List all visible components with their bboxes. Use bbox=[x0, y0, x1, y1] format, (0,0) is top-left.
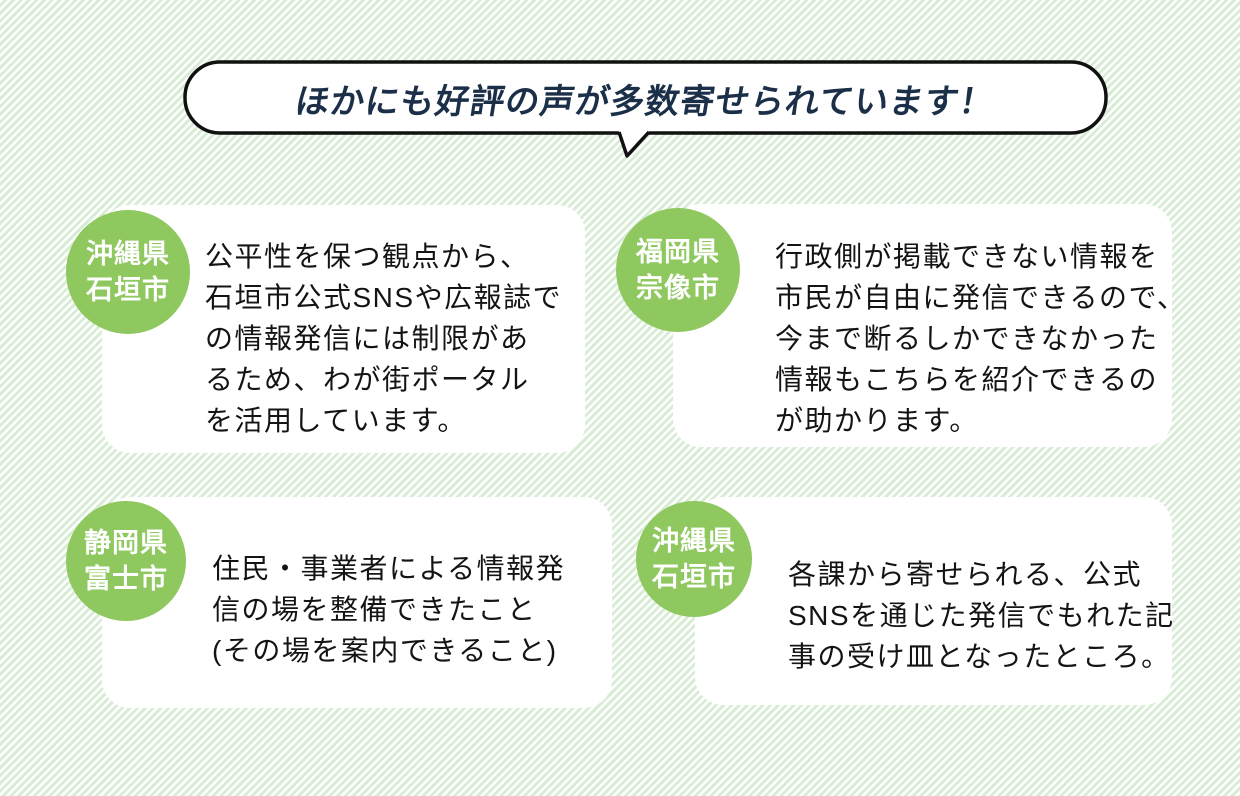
location-badge: 静岡県 富士市 bbox=[66, 501, 186, 621]
testimonial-line: 石垣市公式SNSや広報誌で bbox=[205, 282, 563, 313]
badge-prefecture: 沖縄県 bbox=[86, 239, 170, 269]
location-badge: 福岡県 宗像市 bbox=[616, 208, 740, 332]
testimonial-text: 公平性を保つ観点から、 石垣市公式SNSや広報誌で の情報発信には制限があ るた… bbox=[205, 236, 562, 441]
testimonial-line: 信の場を整備できたこと bbox=[212, 594, 537, 625]
testimonial-line: が助かります。 bbox=[775, 405, 979, 436]
location-badge: 沖縄県 石垣市 bbox=[66, 210, 190, 334]
speech-bubble bbox=[183, 60, 1108, 158]
testimonial-line: るため、わが街ポータル bbox=[205, 364, 530, 395]
testimonial-line: を活用しています。 bbox=[205, 405, 467, 436]
badge-prefecture: 静岡県 bbox=[84, 528, 168, 558]
testimonial-text: 各課から寄せられる、公式 SNSを通じた発信でもれた記 事の受け皿となったところ… bbox=[788, 554, 1175, 677]
testimonial-card bbox=[673, 204, 1172, 447]
testimonial-line: SNSを通じた発信でもれた記 bbox=[788, 600, 1175, 631]
testimonial-line: 住民・事業者による情報発 bbox=[212, 553, 566, 584]
badge-prefecture: 沖縄県 bbox=[652, 526, 736, 556]
badge-prefecture: 福岡県 bbox=[636, 237, 720, 267]
testimonial-line: 市民が自由に発信できるので、 bbox=[775, 282, 1187, 313]
testimonial-line: 事の受け皿となったところ。 bbox=[788, 641, 1171, 672]
badge-city: 宗像市 bbox=[636, 273, 720, 303]
testimonial-line: (その場を案内できること) bbox=[212, 635, 558, 666]
testimonial-text: 住民・事業者による情報発 信の場を整備できたこと (その場を案内できること) bbox=[212, 548, 565, 671]
testimonial-line: の情報発信には制限があ bbox=[205, 323, 530, 354]
page-title: ほかにも好評の声が多数寄せられています！ bbox=[292, 82, 998, 121]
testimonial-card bbox=[102, 497, 612, 708]
testimonial-line: 行政側が掲載できない情報を bbox=[775, 241, 1159, 272]
testimonial-line: 公平性を保つ観点から、 bbox=[205, 241, 530, 272]
testimonial-text: 行政側が掲載できない情報を 市民が自由に発信できるので、 今まで断るしかできなか… bbox=[775, 236, 1186, 441]
location-badge: 沖縄県 石垣市 bbox=[636, 501, 752, 617]
badge-city: 富士市 bbox=[84, 564, 168, 594]
testimonial-line: 情報もこちらを紹介できるの bbox=[775, 364, 1158, 395]
testimonial-card bbox=[695, 497, 1172, 705]
badge-city: 石垣市 bbox=[652, 562, 736, 592]
badge-city: 石垣市 bbox=[86, 275, 170, 305]
testimonial-line: 各課から寄せられる、公式 bbox=[788, 559, 1143, 590]
testimonial-line: 今まで断るしかできなかった bbox=[775, 323, 1159, 354]
